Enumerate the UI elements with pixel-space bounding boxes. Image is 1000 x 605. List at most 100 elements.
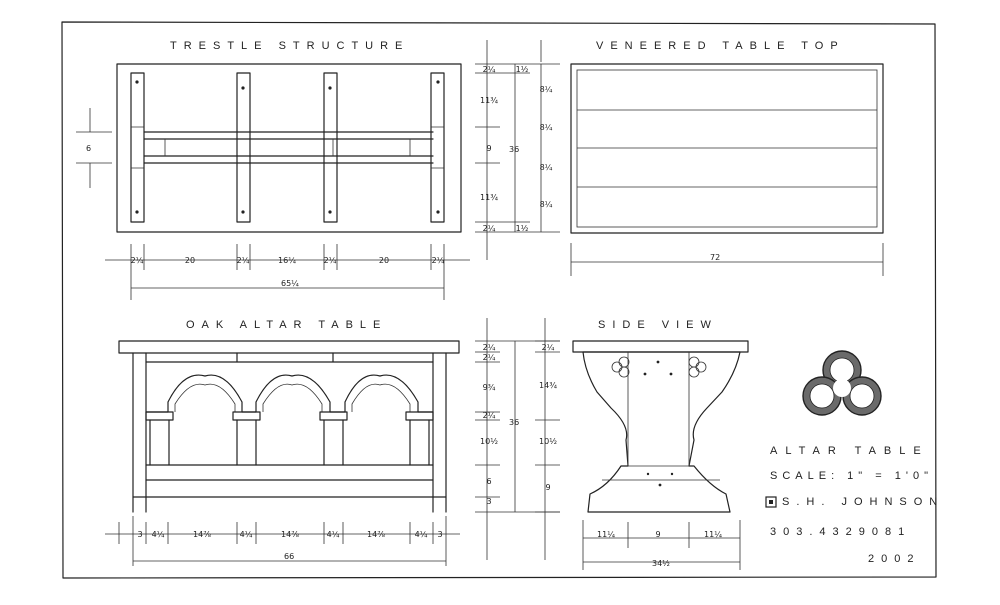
trestle-leg-2 — [236, 72, 251, 223]
altar-top — [118, 340, 460, 354]
altar-vertical-dim-ticks — [475, 340, 560, 513]
dim-label: 1½ — [516, 65, 529, 74]
altar-vertical-total: 36 — [509, 418, 519, 427]
top-vertical-dim-lines — [486, 40, 542, 260]
side-dim-ticks — [582, 520, 741, 570]
trefoil-icon — [802, 350, 882, 416]
dim-label: 8¼ — [540, 163, 553, 172]
dim-label: 4¼ — [152, 530, 165, 539]
dim-label: 9 — [486, 144, 491, 153]
dim-label: 10½ — [480, 437, 498, 446]
dim-label: 3 — [486, 497, 491, 506]
trestle-side-dim-lines — [76, 108, 112, 188]
side-trestle-outline — [582, 351, 741, 513]
dim-label: 14¾ — [539, 381, 557, 390]
dim-label: 2¼ — [432, 256, 445, 265]
dim-label: 14⅞ — [193, 530, 211, 539]
top-inner-dims: 1½8¼8¼8¼8¼1½ — [516, 65, 553, 233]
dim-label: 11¼ — [704, 530, 722, 539]
top-total-dim: 36 — [509, 145, 519, 154]
trestle-side-dim: 6 — [86, 144, 91, 153]
title-trestle-structure: TRESTLE STRUCTURE — [170, 40, 410, 52]
altar-table-view: 3 4¼ 14⅞ 4¼ 14⅞ 4¼ 14⅞ 4¼ 3 66 — [105, 340, 460, 566]
side-view: 2¼ 14¾ 10½ 9 11¼ 9 11¼ 34½ — [535, 318, 749, 570]
trestle-h-dims: 2¼ 20 2¼ 16¼ 2¼ 20 2¼ — [131, 256, 445, 265]
dim-label: 11¾ — [480, 96, 498, 105]
altar-dim-ticks — [118, 516, 447, 566]
altar-arch-inner — [174, 383, 411, 412]
dim-label: 2¼ — [483, 353, 496, 362]
dim-label: 2¼ — [483, 411, 496, 420]
top-vertical-dim-ticks — [475, 63, 560, 233]
dim-label: 2¼ — [131, 256, 144, 265]
tabletop-width-dim-line — [570, 243, 884, 276]
altar-total-dim: 66 — [284, 552, 294, 561]
altar-columns — [149, 419, 430, 466]
dim-label: 20 — [185, 256, 195, 265]
dim-label: 4¼ — [327, 530, 340, 539]
tabletop-veneer-seams — [577, 109, 877, 188]
side-total-dim: 34½ — [652, 559, 670, 568]
tabletop-border-inset — [576, 69, 878, 228]
altar-apron — [145, 352, 434, 363]
altar-arches — [145, 374, 434, 413]
side-vertical-dims: 2¼ 14¾ 10½ 9 — [539, 343, 557, 492]
altar-column-capitals — [145, 411, 434, 421]
dim-label: 2¼ — [483, 65, 496, 74]
dim-label: 8¼ — [540, 200, 553, 209]
dim-label: 11¾ — [480, 193, 498, 202]
dim-label: 2¼ — [237, 256, 250, 265]
titleblock-author: S.H. JOHNSON — [782, 496, 945, 508]
side-vertical-dim-ticks — [535, 340, 560, 513]
author-stamp-icon — [765, 496, 777, 508]
dim-label: 16¼ — [278, 256, 296, 265]
trestle-dim-ticks — [130, 244, 445, 300]
trestle-leg-joints — [131, 126, 444, 169]
altar-legs — [132, 352, 447, 513]
title-oak-altar-table: OAK ALTAR TABLE — [186, 319, 388, 331]
trestle-leg-4 — [430, 72, 445, 223]
dim-label: 1½ — [516, 224, 529, 233]
dim-label: 9¾ — [483, 383, 496, 392]
trestle-total-dim: 65¼ — [281, 279, 299, 288]
dim-label: 8¼ — [540, 123, 553, 132]
dim-label: 9 — [545, 483, 550, 492]
dim-label: 6 — [486, 477, 491, 486]
sheet-border — [61, 21, 937, 579]
trestle-outline — [116, 63, 462, 233]
dim-label: 2¼ — [542, 343, 555, 352]
dim-label: 3 — [437, 530, 442, 539]
dim-label: 10½ — [539, 437, 557, 446]
side-top — [572, 340, 749, 353]
trestle-leg-1 — [130, 72, 145, 223]
dim-label: 14⅞ — [367, 530, 385, 539]
trestle-stretcher-blocks — [164, 139, 411, 156]
dim-label: 4¼ — [240, 530, 253, 539]
trestle-stretchers — [143, 131, 434, 164]
titleblock-year: 2002 — [868, 553, 921, 565]
side-h-dims: 11¼ 9 11¼ — [597, 530, 722, 539]
altar-h-dims: 3 4¼ 14⅞ 4¼ 14⅞ 4¼ 14⅞ 4¼ 3 — [137, 530, 442, 539]
altar-lower-rails — [132, 464, 447, 498]
dim-label: 3 — [137, 530, 142, 539]
dim-label: 2¼ — [324, 256, 337, 265]
tabletop-outline — [570, 63, 884, 234]
titleblock-name: ALTAR TABLE — [770, 445, 929, 457]
titleblock-scale: SCALE: 1" = 1'0" — [770, 470, 933, 482]
dim-label: 9 — [655, 530, 660, 539]
dim-label: 2¼ — [483, 343, 496, 352]
side-post — [602, 352, 720, 481]
dim-label: 4¼ — [415, 530, 428, 539]
titleblock-phone: 303.4329081 — [770, 526, 912, 538]
dim-label: 14⅞ — [281, 530, 299, 539]
dim-label: 11¼ — [597, 530, 615, 539]
trestle-leg-3 — [323, 72, 338, 223]
tabletop-width-dim: 72 — [710, 253, 720, 262]
dim-label: 20 — [379, 256, 389, 265]
